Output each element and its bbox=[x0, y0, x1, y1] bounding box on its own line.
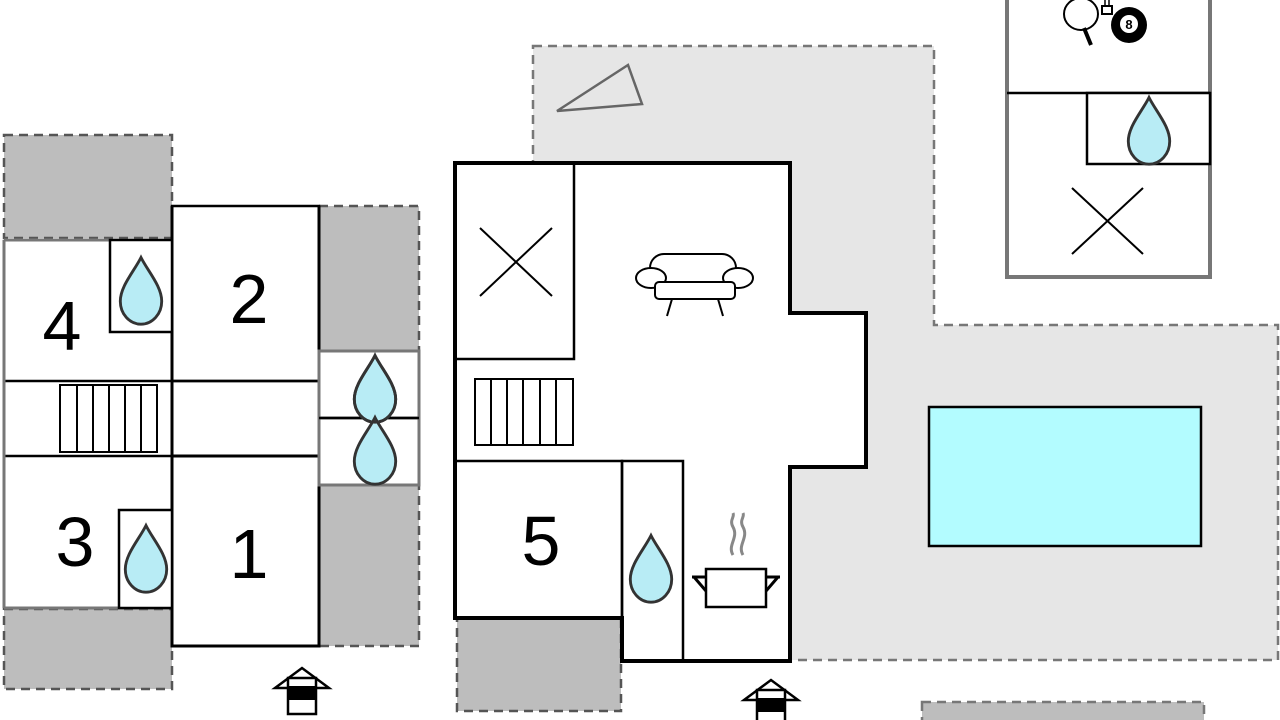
sail-shade-icon bbox=[556, 63, 644, 113]
covered-area-left-top bbox=[2, 133, 174, 240]
room-number-4: 4 bbox=[43, 287, 82, 365]
bathroom-main-border bbox=[620, 459, 685, 663]
entrance-icon bbox=[271, 666, 333, 716]
stairs-icon bbox=[474, 378, 574, 446]
main-building: 5 bbox=[453, 161, 868, 720]
dining-table-icon bbox=[479, 227, 553, 297]
pool bbox=[927, 405, 1203, 548]
room-number-5: 5 bbox=[522, 502, 561, 580]
covered-area-bottom-right bbox=[920, 700, 1206, 720]
dining-room-border bbox=[453, 161, 576, 361]
billiard-icon: 8 bbox=[1111, 7, 1147, 43]
table-tennis-icon bbox=[1063, 0, 1113, 46]
dining-table-icon bbox=[1071, 187, 1144, 255]
stairs-icon bbox=[59, 384, 158, 453]
covered-area-main-bottom bbox=[455, 616, 623, 713]
covered-area-left-bottom bbox=[2, 607, 174, 691]
annex-building: 8 bbox=[1005, 0, 1212, 279]
room-number-1: 1 bbox=[230, 515, 269, 593]
entrance-icon bbox=[740, 678, 802, 720]
left-building: 4 2 3 1 bbox=[2, 133, 421, 716]
billiard-ball-number: 8 bbox=[1125, 17, 1132, 32]
room-number-2: 2 bbox=[230, 260, 269, 338]
cooking-pot-icon bbox=[692, 512, 780, 609]
sofa-icon bbox=[635, 253, 754, 317]
room-number-3: 3 bbox=[56, 503, 95, 581]
left-house-center-block bbox=[172, 206, 319, 646]
terrace-area bbox=[531, 44, 1280, 720]
